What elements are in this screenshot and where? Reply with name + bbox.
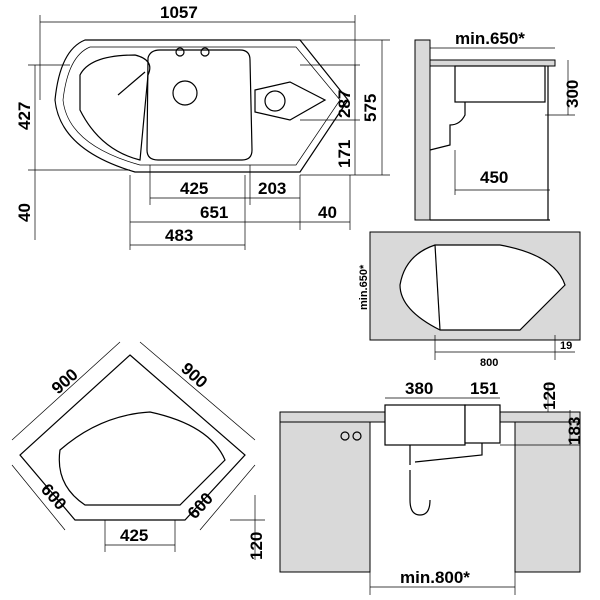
dim-depth-left: 427: [15, 102, 34, 130]
dim-bowl-width: 425: [180, 179, 208, 198]
dim-depth: 183: [565, 417, 584, 445]
dim-height: 300: [563, 80, 582, 108]
dim-edge-b: 900: [177, 359, 211, 392]
dim-front: 425: [120, 526, 148, 545]
dim-offset: 120: [247, 532, 266, 560]
main-bowl: [146, 49, 253, 161]
dim-offset-left: 40: [15, 203, 34, 222]
dim-min-cabinet-side: min.650*: [455, 29, 525, 48]
dim-drain: 450: [480, 168, 508, 187]
dim-inner-total: 651: [200, 203, 228, 222]
dim-drainer: 203: [258, 179, 286, 198]
side-view: min.650* 300 450: [414, 29, 582, 221]
dim-side-b: 600: [184, 489, 217, 523]
drainer-area: [79, 54, 151, 161]
siphon: [429, 102, 466, 151]
socket-icon: [340, 431, 350, 441]
dim-bowl-main: 380: [405, 379, 433, 398]
dim-width: 1057: [160, 3, 198, 22]
dim-right-small: 171: [335, 140, 354, 168]
drain-icon: [172, 80, 198, 106]
corner-view: 900 900 600 600 425 120: [11, 341, 266, 560]
front-view: 380 151 120 183 min.800*: [279, 379, 584, 595]
dim-edge-a: 900: [48, 365, 82, 398]
dim-min-depth: min.650*: [358, 264, 370, 310]
cutout-view: min.650* 800 19: [358, 231, 581, 369]
dim-offset-bottom: 40: [318, 203, 337, 222]
tap-hole-icon: [200, 47, 210, 57]
dim-total: 575: [361, 94, 380, 122]
top-view-plan: 1057 427 40 287 171 575 425 203 651 40 4…: [15, 3, 390, 250]
dim-bowl-small: 151: [470, 379, 498, 398]
dim-rim: 120: [540, 382, 559, 410]
dim-depth-right: 287: [335, 90, 354, 118]
dim-cutout-width: 800: [480, 357, 498, 369]
tap-hole-icon: [175, 47, 185, 57]
dim-bottom-width: 483: [165, 226, 193, 245]
small-bowl: [254, 81, 327, 121]
drain-pipe: [409, 443, 483, 516]
dim-min-cabinet-front: min.800*: [400, 568, 470, 587]
dim-margin: 19: [560, 340, 572, 352]
